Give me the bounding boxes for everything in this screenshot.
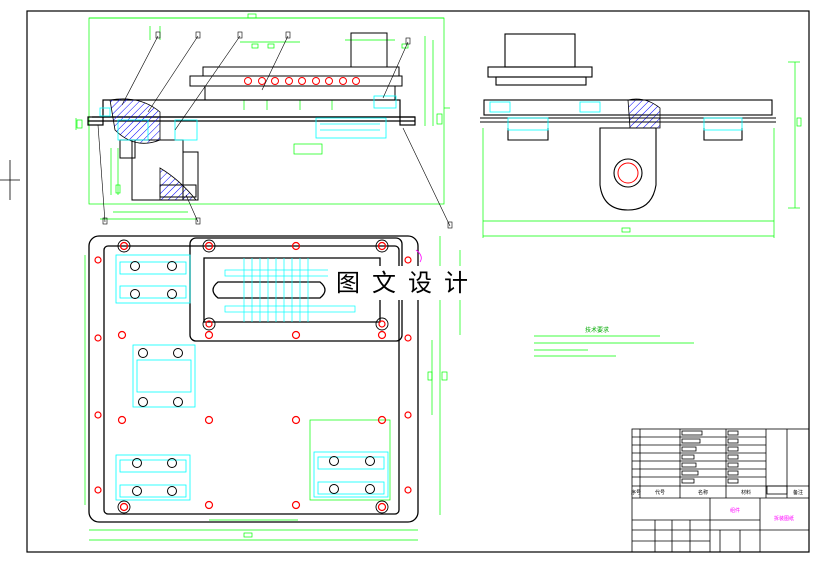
- sheet-frame: [0, 10, 810, 553]
- front-view: [75, 13, 661, 229]
- title-block: [631, 428, 810, 553]
- tb-col-remark: 备注: [793, 489, 803, 496]
- linear-guide-blocks: [115, 254, 389, 501]
- hole-row: [244, 77, 360, 85]
- side-view: [480, 33, 802, 238]
- watermark: 图文设计: [328, 266, 488, 300]
- bolt-holes: [94, 241, 412, 512]
- technical-notes: 技术要求: [534, 326, 694, 357]
- leader-lines: [97, 31, 453, 229]
- plan-view: [84, 235, 461, 541]
- tb-col-code: 代号: [655, 489, 665, 496]
- tb-col-seq: 序号: [631, 489, 641, 496]
- tb-col-name: 名称: [698, 489, 708, 496]
- tb-drawing-name: 拆装图纸: [774, 515, 794, 522]
- tb-part-name: 组件: [730, 507, 740, 514]
- notes-title: 技术要求: [585, 326, 609, 334]
- tb-col-material: 材料: [741, 489, 751, 496]
